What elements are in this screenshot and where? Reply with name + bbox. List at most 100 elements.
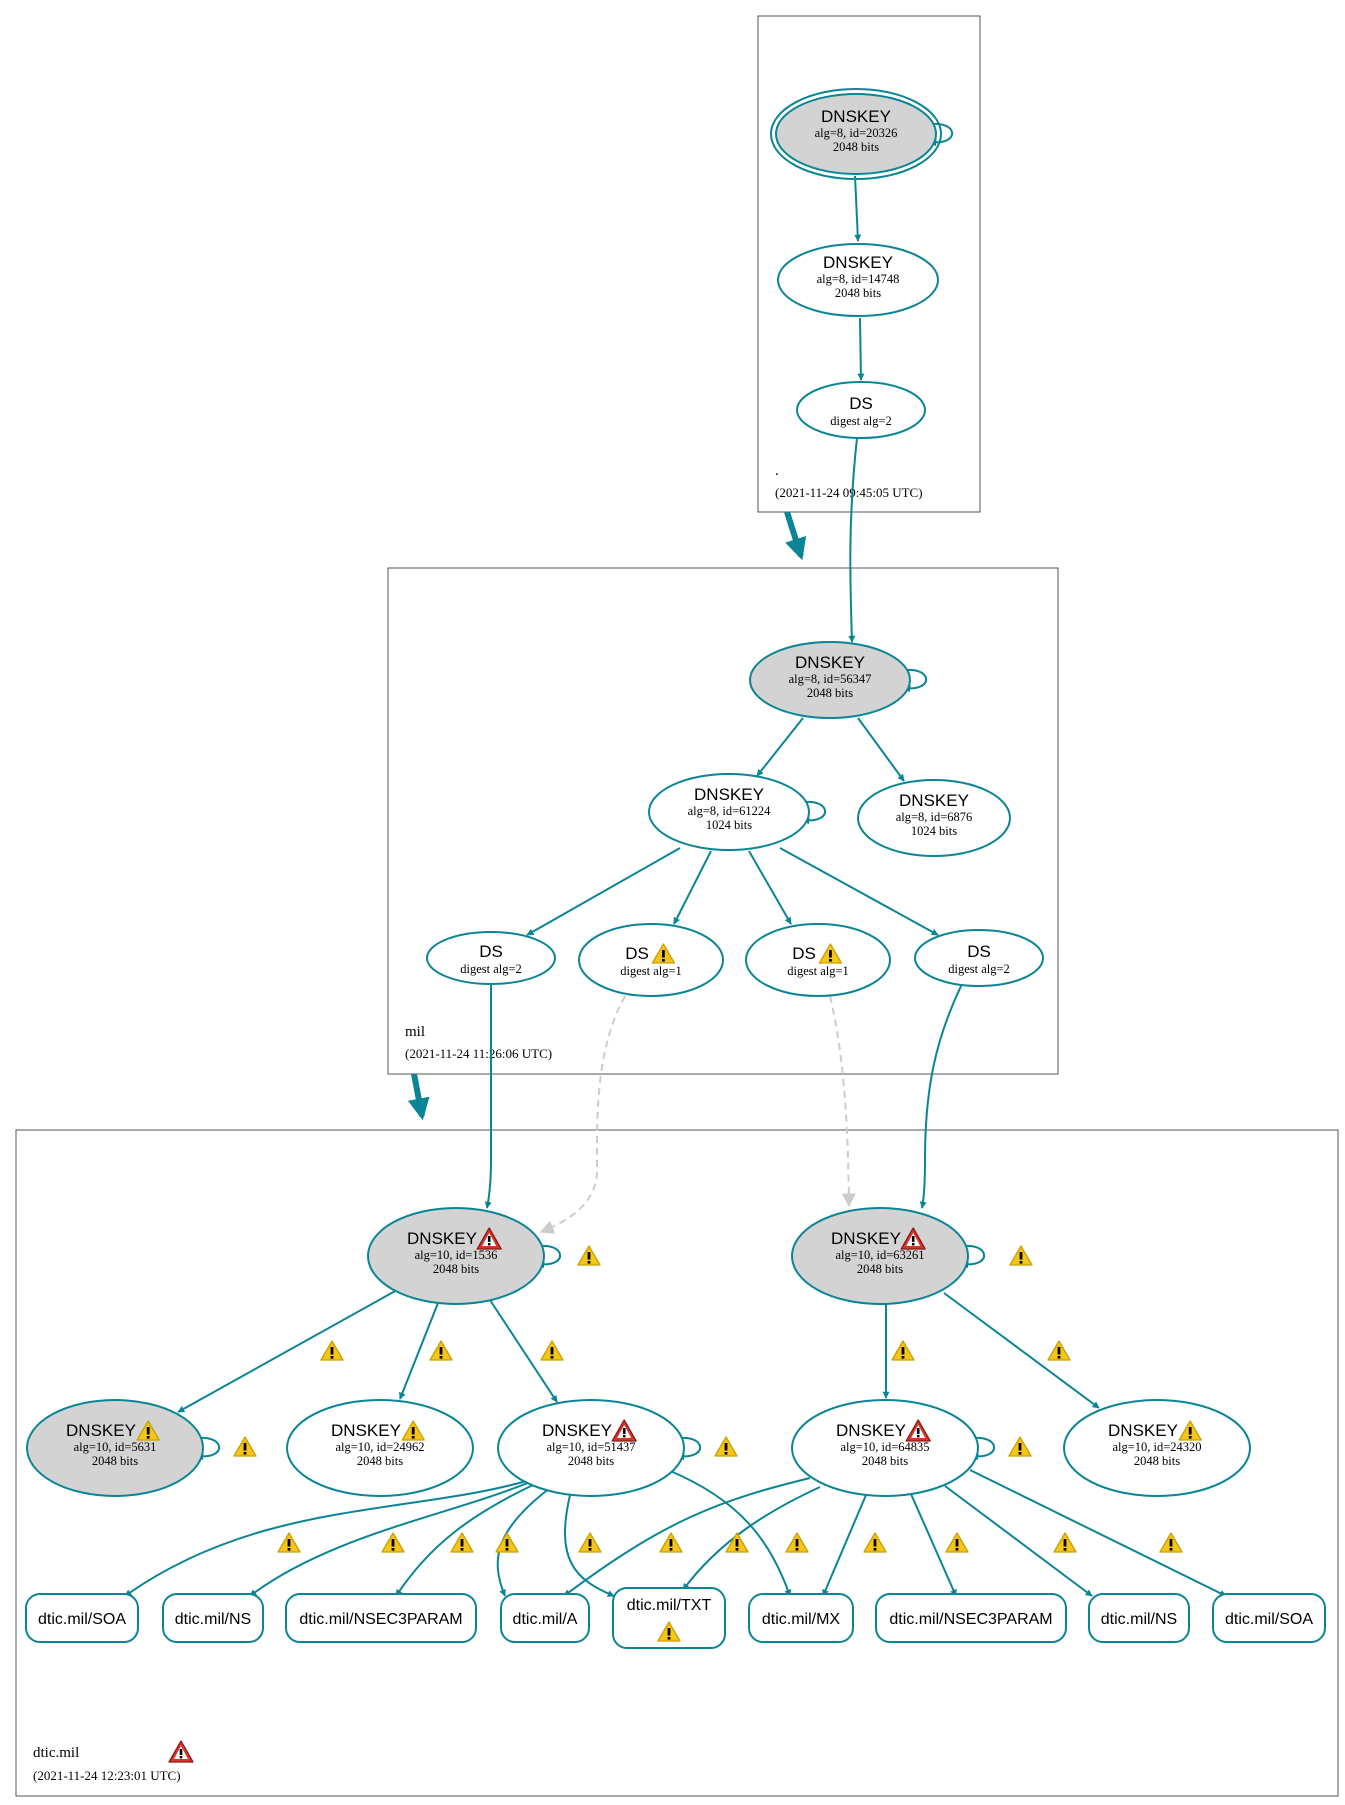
rrset-rr_soa1[interactable]: dtic.mil/SOA bbox=[25, 1593, 139, 1643]
edge-dtic_k64835-to-rr_txt bbox=[682, 1486, 821, 1591]
node-detail: alg=8, id=61224 bbox=[688, 804, 772, 818]
node-ellipse bbox=[745, 923, 891, 997]
node-detail: alg=10, id=1536 bbox=[415, 1248, 498, 1262]
node-title: DNSKEY bbox=[331, 1421, 401, 1440]
node-keysize: 2048 bits bbox=[833, 140, 879, 154]
warning-icon bbox=[1159, 1532, 1183, 1553]
rrset-box bbox=[1212, 1593, 1326, 1643]
rrset-box bbox=[162, 1593, 264, 1643]
zone-name: dtic.mil bbox=[33, 1745, 79, 1761]
edge-dtic_ksk1-to-dtic_k5631 bbox=[177, 1289, 398, 1413]
warning-icon bbox=[429, 1340, 453, 1361]
rrset-rr_ns1[interactable]: dtic.mil/NS bbox=[162, 1593, 264, 1643]
rrset-label: dtic.mil/NS bbox=[1101, 1611, 1177, 1628]
rrset-box bbox=[1088, 1593, 1190, 1643]
node-keysize: 2048 bits bbox=[1134, 1454, 1180, 1468]
rrset-rr_a[interactable]: dtic.mil/A bbox=[500, 1593, 590, 1643]
edge-dtic_k64835-to-rr_nsec2 bbox=[910, 1493, 957, 1597]
warning-icon bbox=[945, 1532, 969, 1553]
edge-dtic_k64835-to-rr_soa2 bbox=[969, 1469, 1227, 1597]
edge-mil_zsk1-to-mil_ds2 bbox=[673, 850, 712, 925]
warning-icon bbox=[659, 1532, 683, 1553]
warning-icon bbox=[540, 1340, 564, 1361]
warning-icon bbox=[495, 1532, 519, 1553]
edge-mil_zsk1-to-mil_ds1 bbox=[526, 847, 681, 936]
node-detail: alg=8, id=14748 bbox=[817, 272, 900, 286]
rrset-label: dtic.mil/SOA bbox=[38, 1611, 126, 1628]
node-title: DNSKEY bbox=[795, 653, 865, 672]
zone-timestamp: (2021-11-24 09:45:05 UTC) bbox=[775, 485, 923, 500]
node-ellipse bbox=[286, 1399, 474, 1497]
edge-dtic_k51437-to-rr_soa1 bbox=[124, 1479, 531, 1597]
rrset-rr_txt[interactable]: dtic.mil/TXT bbox=[612, 1587, 726, 1649]
edge-dtic_k64835-to-rr_a bbox=[563, 1477, 811, 1597]
node-keysize: 2048 bits bbox=[357, 1454, 403, 1468]
edge-dtic_k51437-to-rr_nsec1 bbox=[395, 1483, 536, 1597]
warning-icon bbox=[1053, 1532, 1077, 1553]
edge-mil_ds4-to-dtic_ksk2 bbox=[919, 983, 963, 1209]
rrset-rr_nsec2[interactable]: dtic.mil/NSEC3PARAM bbox=[875, 1593, 1067, 1643]
edge-warning-icons bbox=[233, 1245, 1183, 1553]
node-title: DS bbox=[479, 942, 503, 961]
zone-box-dtic bbox=[15, 1129, 1339, 1797]
rrset-rr_mx[interactable]: dtic.mil/MX bbox=[748, 1593, 854, 1643]
node-title: DNSKEY bbox=[823, 253, 893, 272]
delegation-arrow-mil-dtic bbox=[407, 1073, 430, 1121]
rrset-box bbox=[500, 1593, 590, 1643]
node-ellipse bbox=[648, 773, 810, 851]
node-ellipse bbox=[791, 1399, 979, 1497]
edges bbox=[124, 122, 1227, 1597]
node-keysize: 2048 bits bbox=[568, 1454, 614, 1468]
edge-mil_zsk1-to-mil_ds4 bbox=[779, 847, 939, 936]
node-detail: digest alg=1 bbox=[787, 964, 849, 978]
trust-anchor-ring bbox=[770, 88, 942, 180]
node-detail: alg=10, id=64835 bbox=[840, 1440, 929, 1454]
warning-icon bbox=[320, 1340, 344, 1361]
node-title: DS bbox=[967, 942, 991, 961]
node-ellipse bbox=[367, 1207, 545, 1305]
edge-dtic_ksk1-to-dtic_k51437 bbox=[489, 1299, 558, 1403]
warning-icon bbox=[1009, 1245, 1033, 1266]
rrset-rr_ns2[interactable]: dtic.mil/NS bbox=[1088, 1593, 1190, 1643]
warning-icon bbox=[277, 1532, 301, 1553]
node-keysize: 2048 bits bbox=[857, 1262, 903, 1276]
zone-box-mil bbox=[387, 567, 1059, 1075]
edge-root_ksk-to-root_zsk bbox=[854, 175, 862, 242]
rrset-rr_soa2[interactable]: dtic.mil/SOA bbox=[1212, 1593, 1326, 1643]
rrset-box bbox=[612, 1587, 726, 1649]
node-title: DS bbox=[625, 944, 649, 963]
edge-root_ksk-to-root_ksk bbox=[925, 122, 953, 147]
node-ellipse bbox=[857, 779, 1011, 857]
node-detail: alg=10, id=63261 bbox=[835, 1248, 924, 1262]
rrset-label: dtic.mil/SOA bbox=[1225, 1611, 1313, 1628]
warning-icon bbox=[1047, 1340, 1071, 1361]
rrset-label: dtic.mil/MX bbox=[762, 1611, 841, 1628]
warning-icon bbox=[1008, 1436, 1032, 1457]
rrset-rr_nsec1[interactable]: dtic.mil/NSEC3PARAM bbox=[285, 1593, 477, 1643]
edge-root_ds-to-mil_ksk bbox=[848, 437, 858, 643]
node-title: DNSKEY bbox=[1108, 1421, 1178, 1440]
rrset-box bbox=[25, 1593, 139, 1643]
edge-mil_ksk-to-mil_ksk bbox=[899, 668, 927, 693]
node-ellipse bbox=[26, 1399, 204, 1497]
node-title: DS bbox=[849, 394, 873, 413]
edge-dtic_k64835-to-rr_mx bbox=[822, 1494, 867, 1597]
